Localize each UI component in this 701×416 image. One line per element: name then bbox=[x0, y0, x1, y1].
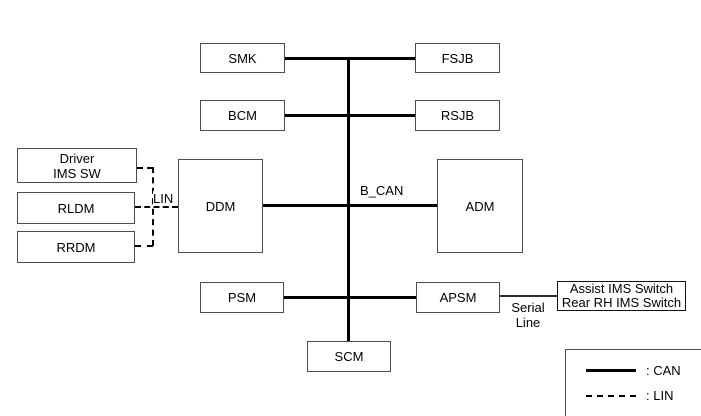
node-ddm-label: DDM bbox=[205, 198, 236, 214]
node-bcm: BCM bbox=[200, 100, 285, 131]
legend-lin-label: : LIN bbox=[646, 388, 674, 403]
node-scm-label: SCM bbox=[334, 349, 364, 364]
node-psm-label: PSM bbox=[227, 290, 257, 305]
lin-label: LIN bbox=[153, 191, 174, 206]
node-driver-ims-sw-label-line2: IMS SW bbox=[53, 165, 101, 181]
node-smk-label: SMK bbox=[228, 50, 257, 66]
node-ddm: DDM bbox=[178, 159, 263, 253]
serial-line-label: Serial Line bbox=[503, 300, 553, 330]
serial-line-apsm-assist bbox=[500, 295, 557, 297]
serial-line-label-line1: Serial bbox=[511, 300, 545, 315]
lin-line-sample bbox=[586, 394, 636, 397]
node-driver-ims-sw-label-line1: Driver bbox=[59, 150, 95, 166]
can-line-ddm-adm bbox=[263, 204, 437, 207]
node-rsjb-label: RSJB bbox=[440, 108, 475, 123]
node-bcm-label: BCM bbox=[228, 108, 257, 123]
can-line-bcm-rsjb bbox=[284, 114, 415, 117]
serial-line-label-line2: Line bbox=[515, 315, 541, 330]
node-assist-ims-switch: Assist IMS Switch Rear RH IMS Switch bbox=[557, 281, 686, 311]
bus-label: B_CAN bbox=[358, 183, 406, 198]
node-rldm-label: RLDM bbox=[57, 200, 95, 216]
node-driver-ims-sw: Driver IMS SW bbox=[17, 148, 137, 183]
node-fsjb-label: FSJB bbox=[441, 50, 474, 66]
node-assist-ims-switch-label-line1: Assist IMS Switch bbox=[569, 281, 674, 296]
lin-line-rldm-ddm bbox=[135, 206, 178, 208]
node-fsjb: FSJB bbox=[415, 43, 500, 73]
node-smk: SMK bbox=[200, 43, 285, 73]
node-rrdm-label: RRDM bbox=[56, 239, 96, 255]
lin-line-vertical bbox=[152, 167, 154, 246]
legend: : CAN : LIN bbox=[565, 349, 701, 416]
node-rrdm: RRDM bbox=[17, 231, 135, 263]
node-psm: PSM bbox=[200, 282, 284, 313]
node-apsm-label: APSM bbox=[439, 290, 477, 305]
lin-line-driver-ims bbox=[137, 167, 153, 169]
node-assist-ims-switch-label-line2: Rear RH IMS Switch bbox=[561, 295, 682, 310]
node-adm: ADM bbox=[437, 159, 523, 253]
node-rldm: RLDM bbox=[17, 192, 135, 224]
node-adm-label: ADM bbox=[465, 198, 495, 214]
node-rsjb: RSJB bbox=[415, 100, 500, 131]
can-line-psm-apsm bbox=[284, 296, 416, 299]
can-trunk-vertical bbox=[347, 57, 350, 342]
can-line-smk-fsjb bbox=[284, 57, 415, 60]
legend-row-lin: : LIN bbox=[586, 388, 673, 403]
node-apsm: APSM bbox=[416, 282, 500, 313]
lin-line-rrdm bbox=[135, 245, 153, 247]
legend-can-label: : CAN bbox=[646, 363, 681, 378]
node-scm: SCM bbox=[307, 341, 391, 372]
can-line-sample bbox=[586, 369, 636, 372]
legend-row-can: : CAN bbox=[586, 363, 681, 378]
